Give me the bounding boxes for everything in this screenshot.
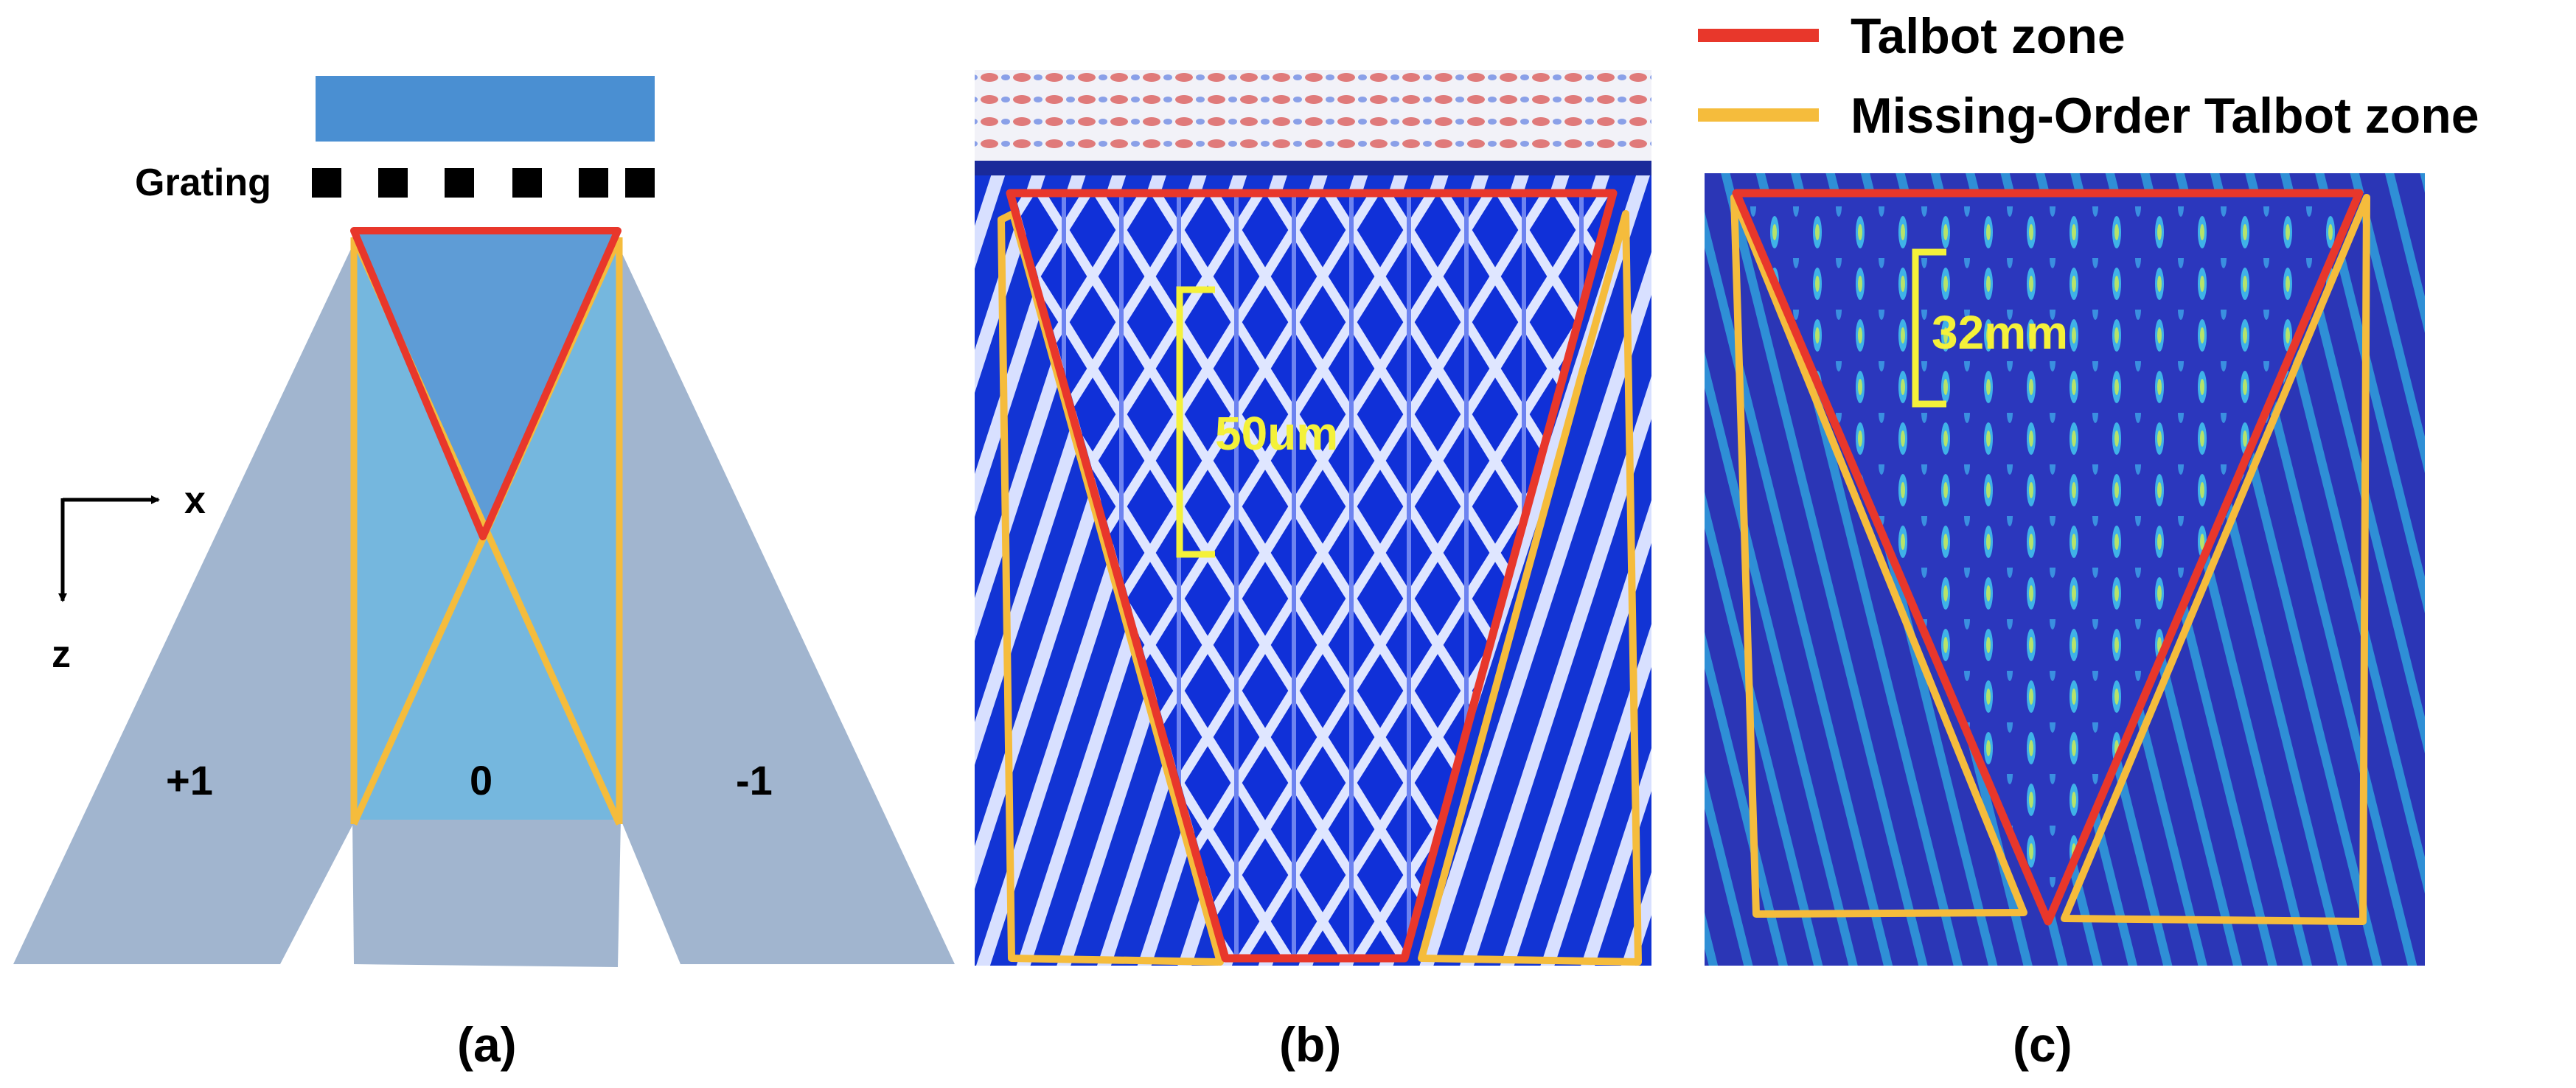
scale-bar-b <box>1176 286 1215 558</box>
legend: Talbot zone Missing-Order Talbot zone <box>1698 8 2479 144</box>
order-plus-1-region <box>13 240 355 964</box>
axis-z-label: z <box>52 633 71 676</box>
legend-label-missing-order: Missing-Order Talbot zone <box>1851 88 2479 144</box>
panel-c: 32mm (c) <box>1705 173 2425 1072</box>
legend-item-missing-order: Missing-Order Talbot zone <box>1698 88 2479 144</box>
talbot-zone-b <box>1006 189 1618 963</box>
grating-slits <box>312 168 655 198</box>
talbot-triangle-fill <box>355 234 616 537</box>
legend-label-talbot: Talbot zone <box>1851 8 2126 64</box>
simulation-c-center <box>1733 193 2367 925</box>
axis-x-label: x <box>184 479 206 522</box>
scale-bar-c <box>1912 248 1946 408</box>
order-minus-1-region <box>616 240 955 964</box>
missing-order-zone-c-right <box>2061 194 2370 925</box>
order-label-minus-1: -1 <box>736 757 773 803</box>
axes-arrows <box>58 495 160 602</box>
caption-c: (c) <box>2013 1017 2072 1072</box>
legend-item-talbot: Talbot zone <box>1698 8 2126 64</box>
missing-order-zone-c-left <box>1730 194 2027 918</box>
missing-order-zone-b-left <box>998 210 1224 966</box>
scale-label-b: 50um <box>1215 407 1338 460</box>
talbot-zone-c <box>1732 189 2364 926</box>
scale-label-c: 32mm <box>1932 306 2068 359</box>
caption-b: (b) <box>1279 1017 1341 1072</box>
talbot-zone-a <box>350 227 622 540</box>
grating-label: Grating <box>135 161 271 204</box>
simulation-b-dark-band <box>975 161 1651 177</box>
order-label-0: 0 <box>470 757 492 803</box>
simulation-b-center <box>1014 193 1613 958</box>
panel-b: 50um (b) <box>975 70 1651 1072</box>
simulation-b-top <box>975 70 1651 170</box>
panel-a: Grating x z +1 0 <box>13 76 955 1072</box>
incident-beam <box>316 76 655 142</box>
order-label-plus-1: +1 <box>166 757 213 803</box>
caption-a: (a) <box>457 1017 517 1072</box>
missing-order-zone-b-right <box>1418 210 1642 966</box>
